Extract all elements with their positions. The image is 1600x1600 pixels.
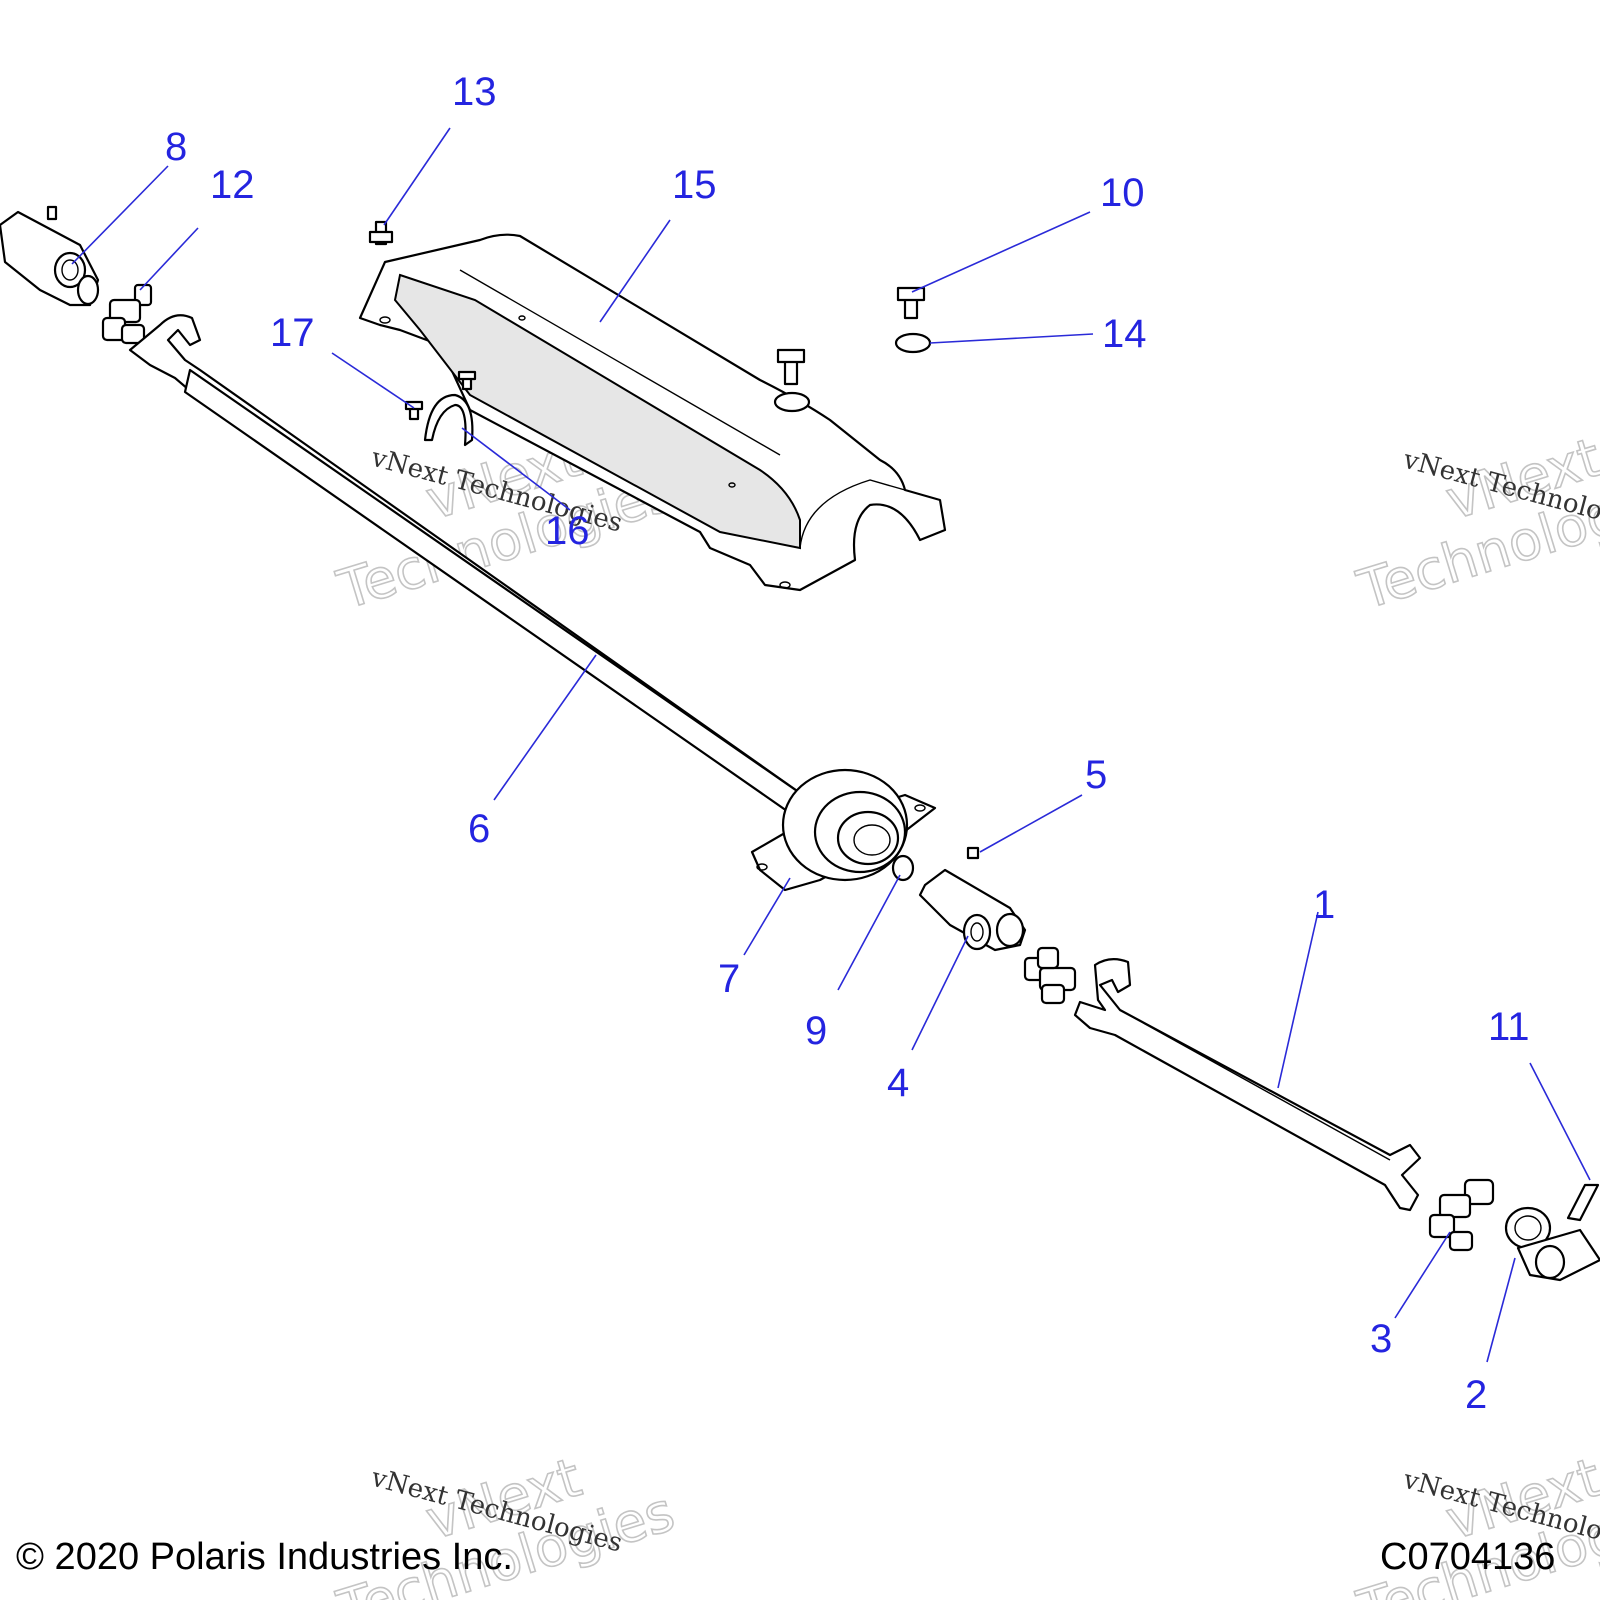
u-joint-3-part	[1428, 1178, 1495, 1252]
callout-15: 15	[672, 163, 717, 207]
clip-16-part	[423, 393, 474, 447]
heat-shield-part	[358, 233, 947, 592]
leader-12	[139, 227, 199, 291]
callout-7: 7	[718, 957, 740, 1001]
bolt-13-part	[368, 220, 394, 246]
bolt-10b-part	[776, 348, 806, 386]
callout-10: 10	[1100, 171, 1145, 215]
callout-3: 3	[1370, 1317, 1392, 1361]
callout-4: 4	[887, 1061, 909, 1105]
pin-11-part	[1566, 1183, 1600, 1222]
rear-yoke-2-part	[1504, 1206, 1600, 1282]
callout-12: 12	[210, 163, 255, 207]
leader-16	[461, 427, 571, 511]
leader-3	[1394, 1231, 1451, 1319]
rear-driveshaft-1-part	[1073, 958, 1422, 1212]
leader-6	[493, 654, 597, 801]
set-screw-5-part	[966, 846, 980, 860]
callout-1: 1	[1313, 883, 1335, 927]
callout-labels: 1 2 3 4 5 6 7 8 9 10 11 12 13 14 15 16 1…	[165, 70, 1530, 1417]
washer-14-part	[894, 332, 932, 354]
callout-5: 5	[1085, 753, 1107, 797]
copyright-notice: © 2020 Polaris Industries Inc.	[16, 1536, 513, 1578]
leader-5	[979, 794, 1083, 853]
seal-ring-9-part	[891, 854, 915, 882]
leader-8	[71, 165, 169, 265]
callout-2: 2	[1465, 1373, 1487, 1417]
leader-7	[743, 877, 791, 956]
u-joint-center-part	[1023, 946, 1077, 1005]
leader-15	[599, 219, 671, 323]
leader-2	[1486, 1257, 1516, 1363]
leader-11	[1529, 1062, 1591, 1181]
bolt-10-part	[896, 286, 926, 320]
leader-9	[837, 874, 901, 991]
carrier-bearing-7-part	[750, 768, 937, 892]
leader-14	[929, 333, 1094, 344]
callout-6: 6	[468, 807, 490, 851]
leader-13	[383, 127, 451, 226]
callout-9: 9	[805, 1009, 827, 1053]
washer-14b-part	[773, 391, 811, 413]
front-driveshaft-6-part	[128, 314, 812, 822]
leader-17	[331, 352, 415, 409]
u-joint-12-part	[101, 283, 153, 345]
callout-14: 14	[1102, 312, 1147, 356]
callout-16: 16	[545, 509, 590, 553]
callout-17: 17	[270, 311, 315, 355]
center-yoke-4-part	[918, 868, 1027, 952]
callout-8: 8	[165, 125, 187, 169]
callout-11: 11	[1488, 1005, 1530, 1049]
leader-10	[911, 211, 1091, 293]
screw-17-part	[404, 370, 477, 421]
leader-4	[911, 935, 969, 1051]
leader-1	[1277, 911, 1319, 1089]
front-yoke-8-part	[0, 205, 100, 307]
diagram-code: C0704136	[1380, 1536, 1556, 1578]
callout-13: 13	[452, 70, 497, 114]
leader-lines	[71, 127, 1591, 1363]
